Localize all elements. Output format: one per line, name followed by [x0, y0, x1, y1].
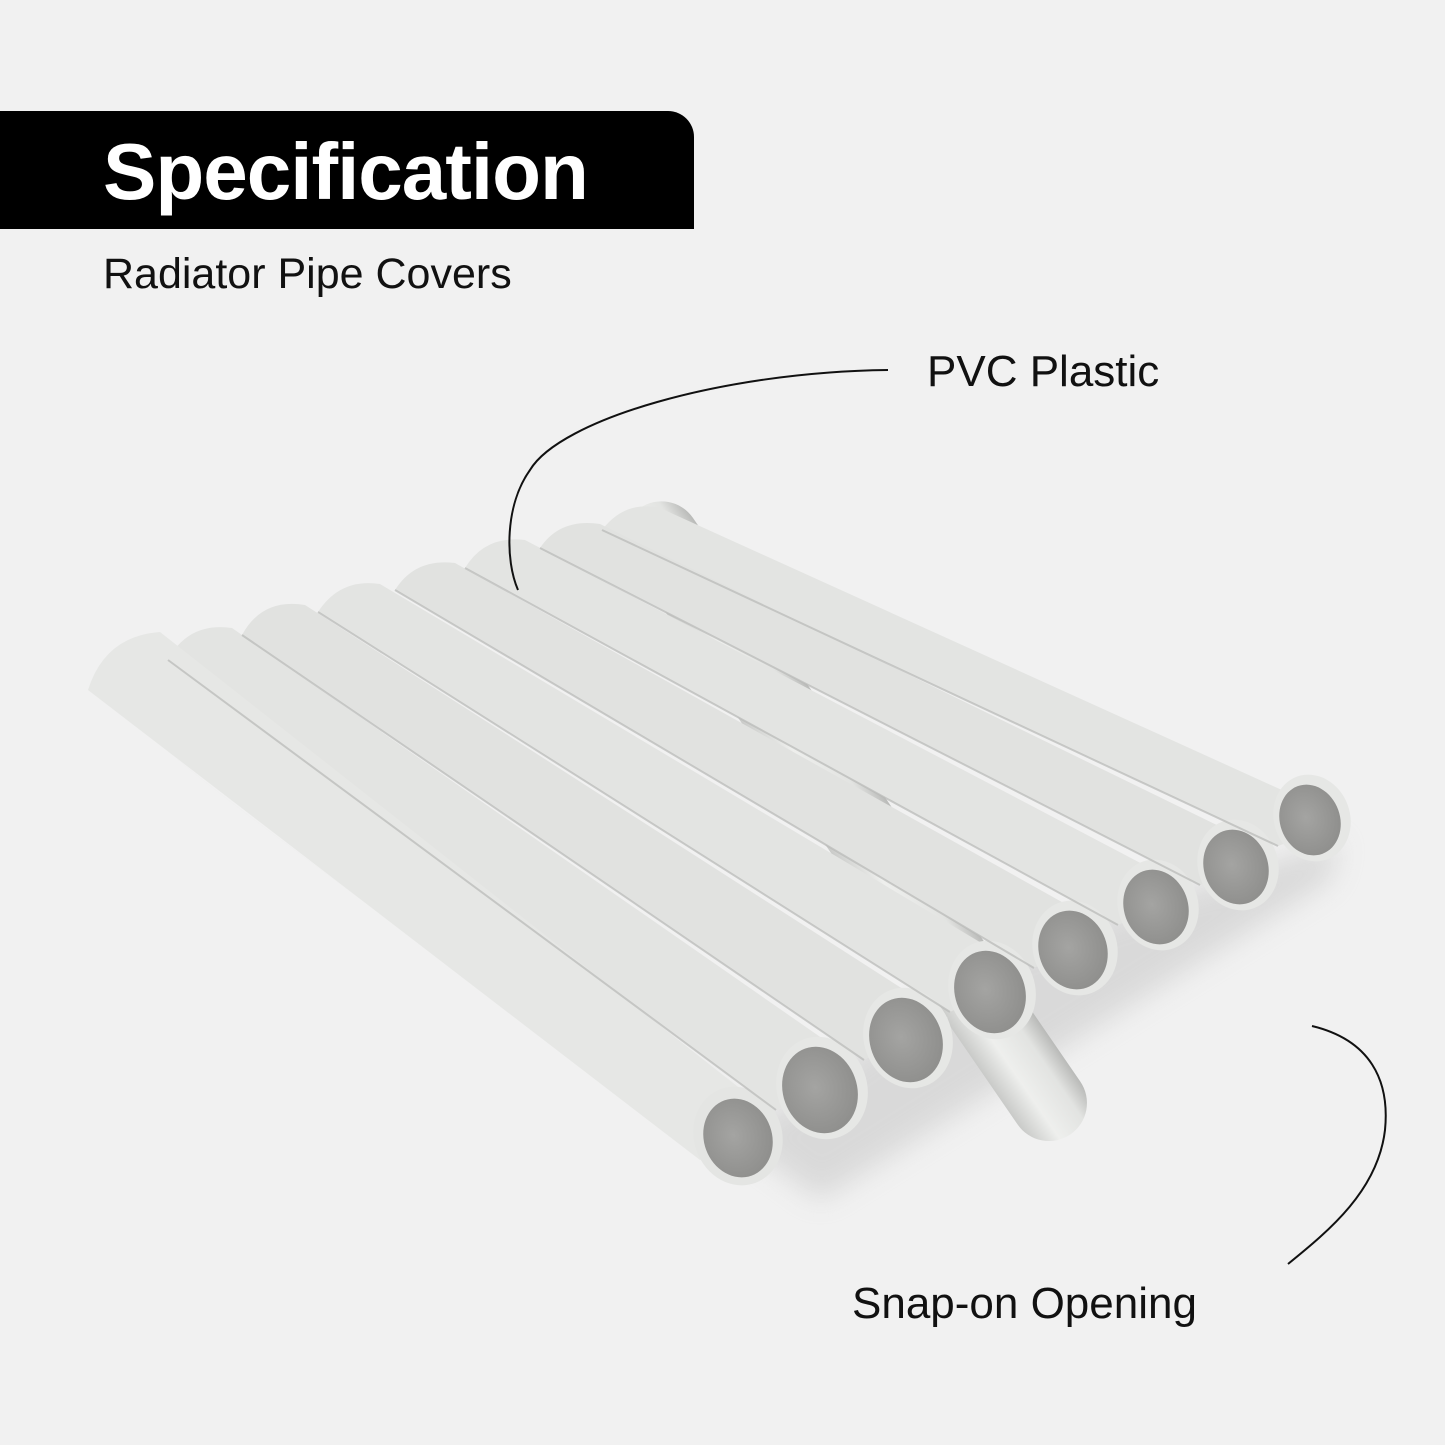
pipe-cover-4: [318, 583, 1036, 1040]
pipe-cover-3: [242, 603, 953, 1089]
snap-callout-line: [1287, 1025, 1387, 1265]
pipe-cover-6: [465, 539, 1199, 951]
pipe-cover-8-body: [602, 506, 1351, 862]
pipe-cover-1: [88, 632, 783, 1186]
product-subtitle: Radiator Pipe Covers: [103, 250, 512, 298]
snap-on-opening-label: Snap-on Opening: [852, 1279, 1197, 1328]
pvc-callout-line: [508, 369, 889, 591]
title-banner: [0, 111, 694, 229]
tube-seams: [167, 529, 1279, 1111]
pipe-cover-5: [395, 562, 1118, 996]
page-title: Specification: [103, 127, 589, 216]
snap-on-opening: [1279, 784, 1341, 856]
pipe-cover-7: [540, 523, 1279, 911]
pvc-plastic-label: PVC Plastic: [927, 347, 1160, 396]
pipe-cover-2: [168, 627, 868, 1140]
